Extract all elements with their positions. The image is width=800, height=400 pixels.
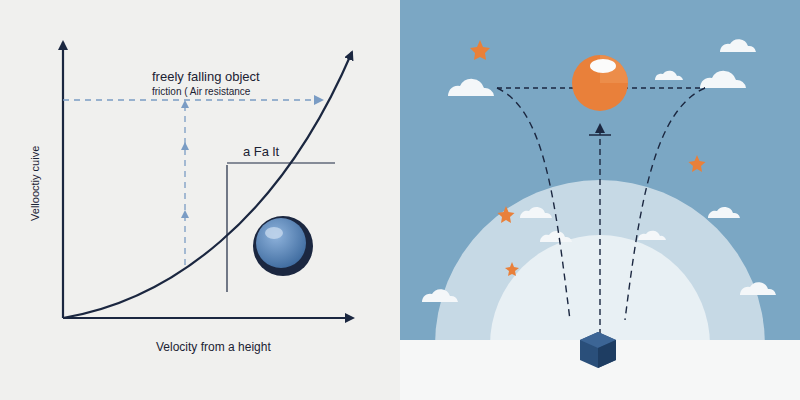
- axis-label: Vellooctiy cuive: [30, 145, 43, 220]
- callout-label: a Fa lt: [243, 145, 279, 160]
- chart-subtitle: friction ( Air resistance: [152, 86, 250, 98]
- chart-title: freely falling object: [152, 70, 260, 85]
- axis-label: Velocity from a height: [156, 341, 271, 355]
